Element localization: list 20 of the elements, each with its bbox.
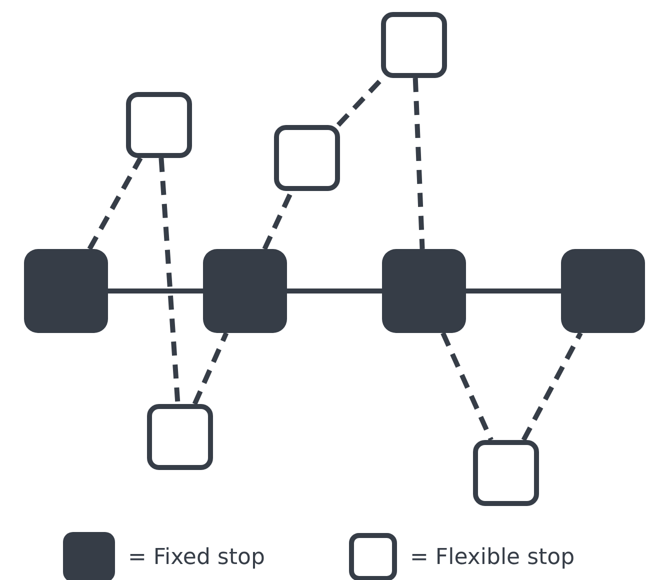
route-line — [108, 288, 203, 294]
route-line — [287, 288, 382, 294]
dashed-connector — [440, 332, 494, 442]
dashed-connector — [412, 78, 425, 250]
dashed-connector — [192, 332, 229, 406]
flexible-stop-square — [473, 440, 539, 506]
flexible-stop-square — [381, 12, 447, 78]
fixed-stop-square — [203, 249, 287, 333]
dashed-connector — [158, 158, 180, 404]
fixed-stop-square — [24, 249, 108, 333]
dashed-connector — [521, 332, 583, 442]
flexible-stop-square — [126, 92, 192, 158]
fixed-stop-square — [561, 249, 645, 333]
legend-label: = Flexible stop — [410, 547, 575, 569]
route-line — [466, 288, 561, 294]
flexible-stop-square — [274, 125, 340, 191]
dashed-connector — [87, 156, 143, 250]
fixed-stop-square — [382, 249, 466, 333]
flexible-stop-square — [147, 404, 213, 470]
legend-label: = Fixed stop — [128, 547, 265, 569]
